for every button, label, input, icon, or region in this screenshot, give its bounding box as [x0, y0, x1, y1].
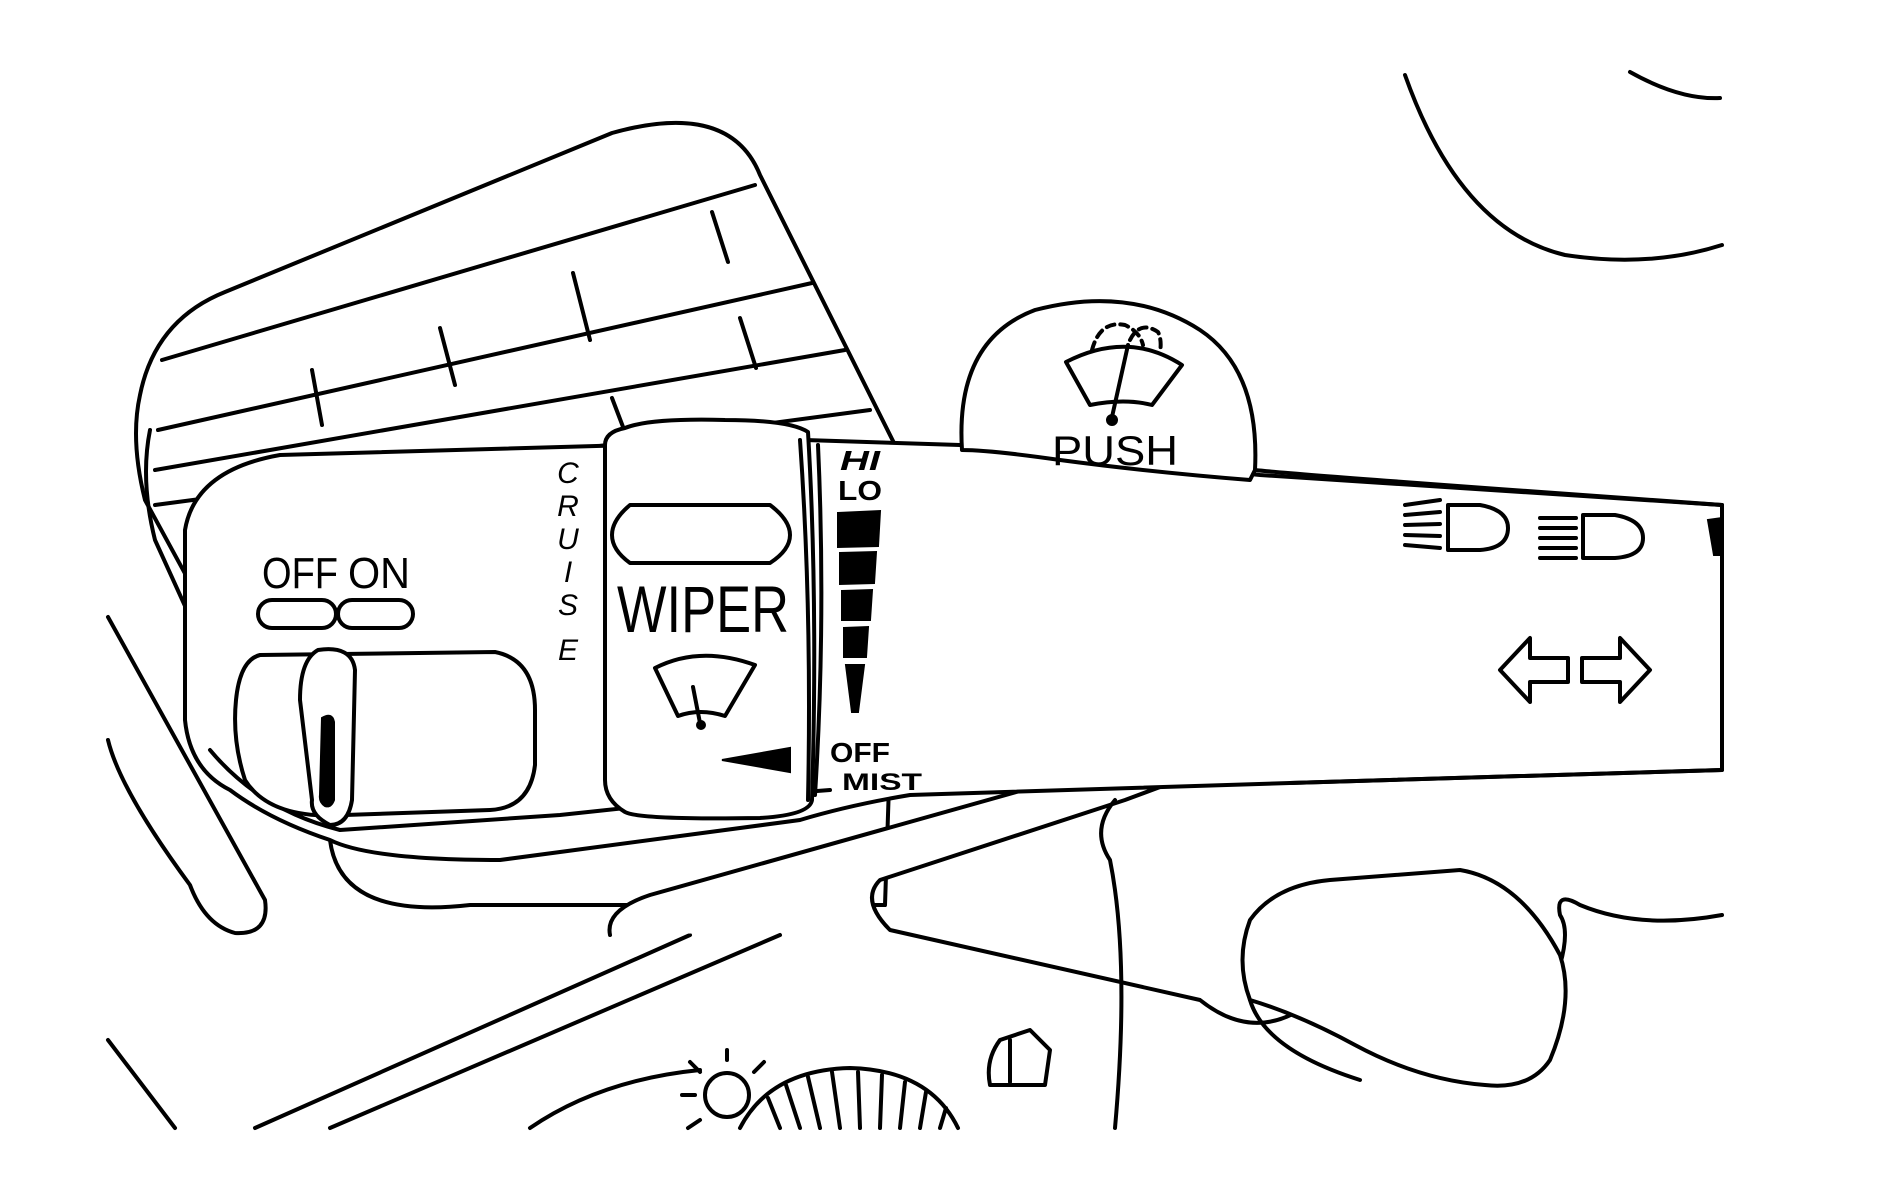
wiper-mode-window [610, 503, 792, 565]
cruise-letter: I [564, 556, 572, 589]
wiper-speed-scale [837, 509, 882, 713]
washer-push-icon [1064, 322, 1184, 426]
wiper-hi-label: HI [840, 445, 882, 476]
cruise-on-label: ON [348, 549, 410, 598]
cruise-letter: S [558, 589, 578, 622]
cruise-on-indicator [336, 598, 415, 630]
wiper-position-pointer [721, 746, 791, 774]
cruise-label: C R U I S E [557, 457, 579, 667]
wiper-icon [653, 653, 757, 730]
cruise-slider[interactable] [233, 647, 537, 827]
wiper-mist-label: MIST [842, 769, 922, 796]
instrument-cluster-outline [1403, 70, 1724, 262]
low-beam-headlamp-icon [1403, 498, 1510, 552]
dimmer-wheel-icon[interactable] [528, 1066, 960, 1130]
edge-marker-icon [1706, 516, 1723, 556]
dash-lamp-icon [680, 1048, 766, 1130]
cruise-off-indicator [256, 598, 338, 630]
turn-signal-arrows-icon [1498, 636, 1652, 704]
cruise-letter: R [557, 490, 579, 523]
high-beam-headlamp-icon [1538, 513, 1645, 560]
cruise-letter: E [558, 634, 579, 667]
cruise-letter: C [557, 457, 579, 490]
wiper-lo-label: LO [838, 475, 882, 506]
washer-push-label: PUSH [1052, 427, 1178, 474]
wiper-label: WIPER [617, 572, 789, 646]
column-trim-lines [106, 615, 782, 1130]
washer-push-button[interactable] [959, 299, 1724, 507]
cruise-letter: U [557, 523, 579, 556]
cruise-off-label: OFF [262, 549, 338, 598]
wiper-off-label: OFF [830, 737, 890, 768]
